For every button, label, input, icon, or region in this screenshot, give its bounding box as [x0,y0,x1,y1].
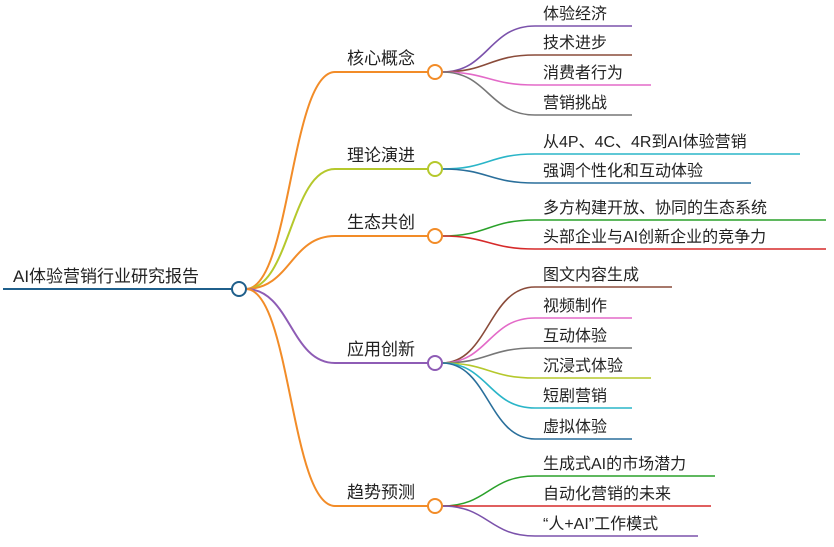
edge-branch-leaf [441,71,536,86]
edge-branch-leaf [441,362,536,440]
root-toggle[interactable] [231,281,247,297]
edge-branch-leaf [441,25,536,73]
edge-root-branch [245,71,336,290]
leaf-label: 短剧营销 [543,387,607,405]
edge-branch-leaf [441,168,536,184]
leaf-label: 沉浸式体验 [543,357,623,375]
edge-branch-leaf [441,362,536,379]
root-label: AI体验营销行业研究报告 [13,267,199,286]
branch-toggle[interactable] [427,228,443,244]
branch-label: 趋势预测 [347,483,415,502]
edge-branch-leaf [441,71,536,116]
edge-branch-leaf [441,54,536,73]
leaf-label: “人+AI”工作模式 [543,515,658,533]
mindmap-edges [3,25,826,537]
branch-toggle[interactable] [427,498,443,514]
edge-root-branch [245,168,336,290]
leaf-label: 从4P、4C、4R到AI体验营销 [543,133,747,151]
leaf-label: 互动体验 [543,327,607,345]
edge-branch-leaf [441,347,536,364]
edge-branch-leaf [441,362,536,409]
leaf-label: 头部企业与AI创新企业的竞争力 [543,228,766,246]
branch-toggle[interactable] [427,161,443,177]
edge-root-branch [245,235,336,290]
leaf-label: 技术进步 [543,34,607,52]
edge-branch-leaf [441,317,536,364]
leaf-label: 自动化营销的未来 [543,485,671,503]
edge-root-branch [245,288,336,507]
branch-label: 理论演进 [347,146,415,165]
edge-branch-leaf [441,286,536,364]
edge-branch-leaf [441,219,536,237]
leaf-label: 体验经济 [543,5,607,23]
leaf-label: 多方构建开放、协同的生态系统 [543,199,767,217]
leaf-label: 生成式AI的市场潜力 [543,455,686,473]
edge-branch-leaf [441,505,536,537]
branch-toggle[interactable] [427,64,443,80]
branch-label: 应用创新 [347,340,415,359]
leaf-label: 虚拟体验 [543,418,607,436]
branch-toggle[interactable] [427,355,443,371]
edge-branch-leaf [441,153,536,170]
leaf-label: 营销挑战 [543,94,607,112]
edge-root-branch [245,288,336,364]
branch-label: 核心概念 [347,48,415,68]
edge-branch-leaf [441,235,536,250]
leaf-label: 消费者行为 [543,64,623,82]
leaf-label: 图文内容生成 [543,266,639,284]
branch-label: 生态共创 [347,213,415,232]
leaf-label: 强调个性化和互动体验 [543,162,703,180]
leaf-label: 视频制作 [543,297,607,315]
edge-branch-leaf [441,475,536,507]
